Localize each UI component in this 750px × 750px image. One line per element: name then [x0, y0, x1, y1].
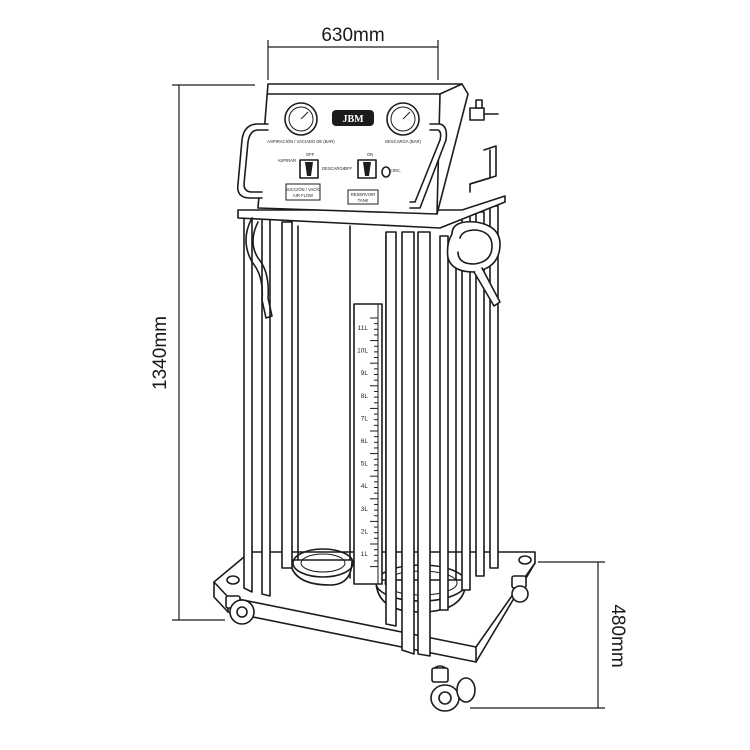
scale-label: 6L: [361, 438, 369, 445]
scale-label: 4L: [361, 483, 369, 490]
scale-label: 11L: [358, 325, 369, 332]
right-info-plate: RESERVOIR TANK: [347, 189, 379, 205]
left-plate-line-1: SUCCIÓN / VACÍO: [285, 187, 321, 192]
scale-label: 9L: [361, 370, 369, 377]
right-valve-label-recirc: RECIRC.: [384, 168, 401, 173]
coiled-hose: [446, 220, 501, 307]
scale-ticks: [370, 317, 378, 568]
caster-back-right: [511, 575, 529, 603]
right-plate-line-2: TANK: [358, 198, 369, 203]
scale-label: 1L: [361, 551, 369, 558]
caster-front-right: [430, 667, 476, 712]
brand-logo: JBM: [332, 110, 374, 126]
left-valve-selector[interactable]: ASPIRAR OFF DESCARGA: [278, 152, 346, 179]
left-tank: [289, 225, 354, 586]
base-height-label: 480mm: [607, 604, 628, 667]
right-valve-label-on: ON: [367, 152, 373, 157]
right-plate-line-1: RESERVOIR: [351, 192, 376, 197]
left-plate-line-2: AIR FLOW: [293, 193, 313, 198]
right-pressure-gauge: DESCARGA (BAR): [385, 102, 422, 144]
scale-label: 2L: [361, 528, 369, 535]
scale-labels: 11L 10L 9L 8L 7L 6L 5L 4L 3L 2L 1L: [357, 325, 368, 558]
right-handle[interactable]: [409, 123, 448, 209]
height-label: 1340mm: [150, 316, 171, 390]
left-pressure-gauge: ASPIRACIÓN / VACIADO DE (BAR): [267, 102, 335, 144]
brand-logo-text: JBM: [342, 114, 364, 125]
scale-label: 3L: [361, 506, 369, 513]
left-gauge-label: ASPIRACIÓN / VACIADO DE (BAR): [267, 139, 335, 144]
right-valve-label-off: OFF: [344, 166, 353, 171]
left-info-plate: SUCCIÓN / VACÍO AIR FLOW: [285, 183, 321, 201]
scale-label: 7L: [361, 415, 369, 422]
scale-label: 5L: [361, 461, 369, 468]
scale-label: 8L: [361, 393, 369, 400]
right-valve-selector[interactable]: ON OFF RECIRC.: [344, 152, 402, 179]
volume-scale: 11L 10L 9L 8L 7L 6L 5L 4L 3L 2L 1L: [353, 303, 383, 585]
left-hose: [245, 217, 273, 319]
hose-bracket: [469, 145, 497, 193]
base-height-dimension: 480mm: [470, 561, 628, 709]
right-gauge-label: DESCARGA (BAR): [385, 139, 421, 144]
height-dimension: 1340mm: [150, 84, 255, 621]
left-valve-label-off: OFF: [306, 152, 315, 157]
left-valve-label-aspirate: ASPIRAR: [278, 158, 296, 163]
width-dimension: 630mm: [267, 25, 439, 80]
side-valve[interactable]: [469, 99, 499, 121]
scale-label: 10L: [357, 348, 368, 355]
left-valve-label-discharge: DESCARGA: [322, 166, 346, 171]
width-label: 630mm: [321, 25, 384, 46]
left-handle[interactable]: [236, 123, 269, 199]
caster-front-left: [225, 595, 255, 625]
